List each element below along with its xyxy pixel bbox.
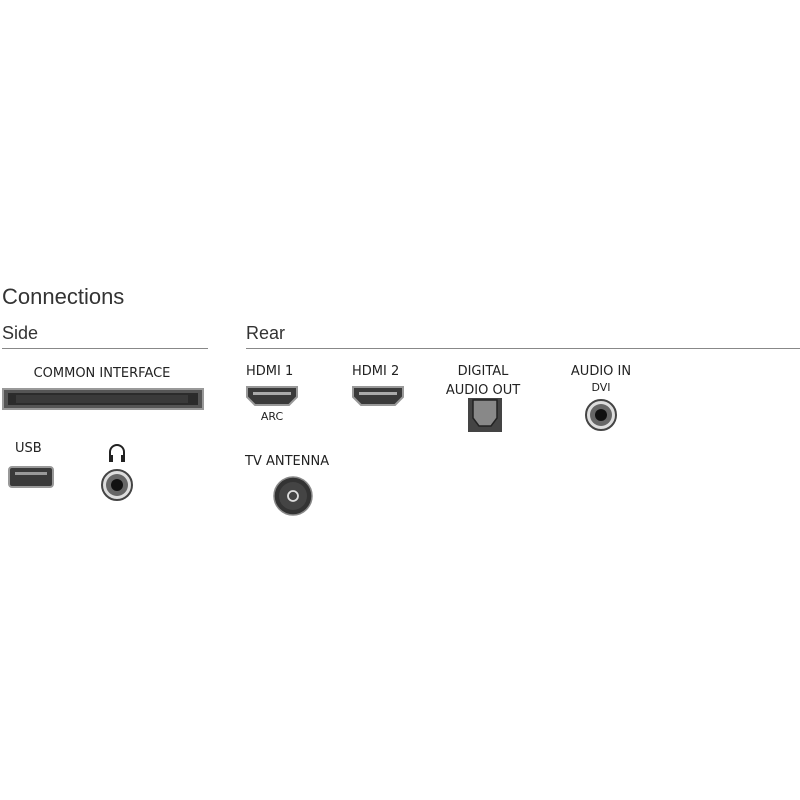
digital-audio-out-label-line1: DIGITAL <box>457 364 509 379</box>
audio-in-label: AUDIO IN <box>570 364 632 379</box>
antenna-port-icon <box>273 476 313 516</box>
side-divider <box>2 348 208 349</box>
audio-in-jack-icon <box>585 399 617 431</box>
hdmi1-port-icon <box>246 386 298 406</box>
hdmi1-label: HDMI 1 <box>246 364 294 379</box>
tv-antenna-label: TV ANTENNA <box>245 454 330 469</box>
rear-heading: Rear <box>246 323 286 343</box>
common-interface-slot-icon <box>2 388 204 410</box>
hdmi2-port-icon <box>352 386 404 406</box>
hdmi1-arc-label: ARC <box>260 410 284 423</box>
page-title: Connections <box>2 284 125 309</box>
rear-divider <box>246 348 800 349</box>
headphones-icon <box>109 444 125 462</box>
optical-port-icon <box>468 398 502 432</box>
headphone-jack-icon <box>101 469 133 501</box>
side-heading: Side <box>2 323 39 343</box>
audio-in-dvi-label: DVI <box>591 381 611 394</box>
usb-label: USB <box>15 441 42 456</box>
hdmi2-label: HDMI 2 <box>352 364 400 379</box>
digital-audio-out-label-line2: AUDIO OUT <box>445 383 521 398</box>
usb-port-icon <box>8 466 54 488</box>
common-interface-label: COMMON INTERFACE <box>33 366 171 381</box>
